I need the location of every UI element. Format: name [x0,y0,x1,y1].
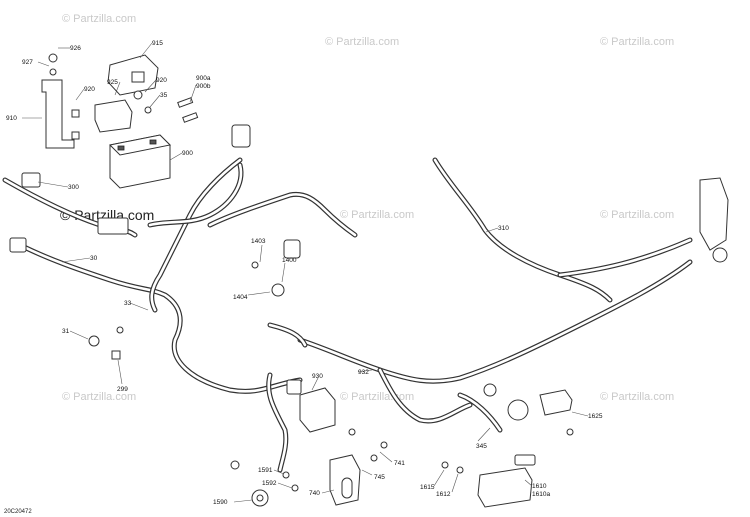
callout-927: 927 [22,59,33,66]
callout-920: 920 [84,86,95,93]
callout-299: 299 [117,386,128,393]
callout-910: 910 [6,115,17,122]
callout-labels: 926 927 920 910 915 925 920 35 900a 900b… [6,40,603,506]
callout-932: 932 [358,369,369,376]
callout-926: 926 [70,45,81,52]
washer-926 [48,53,58,63]
watermark: © Partzilla.com [340,209,414,221]
callout-1625: 1625 [588,413,603,420]
callout-930: 930 [312,373,323,380]
callout-1610: 1610 [532,483,547,490]
watermark: © Partzilla.com [600,209,674,221]
callout-1400: 1400 [282,257,297,264]
callout-740: 740 [309,490,320,497]
callout-1590: 1590 [213,499,228,506]
callout-31: 31 [62,328,70,335]
watermark: © Partzilla.com [600,36,674,48]
callout-1612: 1612 [436,491,451,498]
callout-1610a: 1610a [532,491,550,498]
callout-900b: 900b [196,83,211,90]
callout-35: 35 [160,92,168,99]
callout-915: 915 [152,40,163,47]
watermark: © Partzilla.com [600,391,674,403]
callout-300: 300 [68,184,79,191]
callout-1403: 1403 [251,238,266,245]
watermark: © Partzilla.com [62,13,136,25]
watermarks: © Partzilla.com © Partzilla.com © Partzi… [60,13,674,403]
callout-920: 920 [156,77,167,84]
callout-1615: 1615 [420,484,435,491]
drawing-code: 20C20472 [4,509,32,515]
callout-1591: 1591 [258,467,273,474]
callout-925: 925 [107,79,118,86]
watermark: © Partzilla.com [62,391,136,403]
callout-900a: 900a [196,75,211,82]
callout-745: 745 [374,474,385,481]
callout-33: 33 [124,300,132,307]
callout-900: 900 [182,150,193,157]
parts [9,53,729,508]
callout-30: 30 [90,255,98,262]
leader-lines [22,42,589,503]
callout-1404: 1404 [233,294,248,301]
harness-main [2,157,693,473]
watermark: © Partzilla.com [340,391,414,403]
callout-345: 345 [476,443,487,450]
callout-1592: 1592 [262,480,277,487]
callout-310: 310 [498,225,509,232]
watermark: © Partzilla.com [325,36,399,48]
callout-741: 741 [394,460,405,467]
